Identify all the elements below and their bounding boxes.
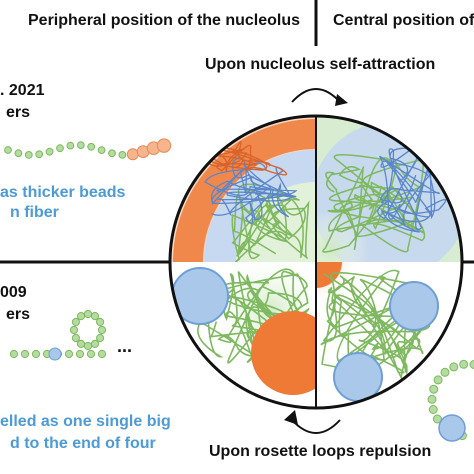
chain-bead xyxy=(96,333,105,343)
chain-bead xyxy=(108,149,116,158)
chain-bead xyxy=(469,360,474,369)
left-top-bead-chain xyxy=(4,138,172,161)
chain-bead xyxy=(97,325,107,335)
blue-bead xyxy=(333,352,383,402)
bottom-reference-line2: ers xyxy=(6,306,31,323)
header-left-title: Peripheral position of the nucleolus xyxy=(28,12,301,29)
blue-bead xyxy=(389,281,439,331)
chain-bead xyxy=(71,317,81,327)
chain-bead xyxy=(428,405,438,414)
top-reference-line2: ers xyxy=(6,104,31,121)
clockwise-arrow-icon xyxy=(291,88,348,106)
quadrant-top-left xyxy=(170,116,316,262)
chain-bead xyxy=(96,317,105,327)
chain-bead xyxy=(156,138,172,153)
top-blue-note-2: n fiber xyxy=(10,204,59,221)
chain-bead xyxy=(66,141,75,150)
bottom-reference: 009 xyxy=(0,284,27,301)
top-reference: . 2021 xyxy=(0,82,45,99)
chain-bead xyxy=(97,146,106,155)
chain-bead xyxy=(440,367,450,377)
chromatin-fiber xyxy=(377,144,447,233)
chain-bead xyxy=(118,151,127,159)
chromatin-fiber xyxy=(322,154,426,253)
nucleus-outline xyxy=(168,114,464,410)
blue-bead xyxy=(438,414,466,442)
bead-ellipsis: ... xyxy=(117,336,133,356)
chain-bead xyxy=(64,349,74,359)
left-bottom-bead-rosette xyxy=(9,309,107,361)
chain-bead xyxy=(429,384,439,394)
header-right-title: Central position of xyxy=(333,12,474,29)
bottom-blue-note-2: d to the end of four xyxy=(10,435,156,452)
chain-bead xyxy=(9,349,19,359)
chain-bead xyxy=(14,149,23,158)
chain-bead xyxy=(4,146,12,154)
counterclockwise-arrow-icon xyxy=(284,410,341,434)
chain-bead xyxy=(427,394,437,404)
chain-bead xyxy=(76,339,86,348)
chain-bead xyxy=(97,349,107,359)
chain-bead xyxy=(76,141,85,150)
orange-nucleolus xyxy=(251,311,316,395)
chain-bead xyxy=(24,151,33,159)
chain-bead xyxy=(69,325,79,335)
chain-bead xyxy=(45,147,54,156)
chain-bead xyxy=(35,150,44,159)
chain-bead xyxy=(83,309,93,319)
chain-bead xyxy=(90,312,100,321)
chain-bead xyxy=(432,414,442,424)
bottom-blue-note-1: elled as one single big xyxy=(0,413,171,430)
top-caption: Upon nucleolus self-attraction xyxy=(205,56,436,73)
top-blue-note-1: as thicker beads xyxy=(0,184,126,201)
chromatin-fiber xyxy=(200,141,288,176)
chain-bead xyxy=(459,359,469,369)
chain-bead xyxy=(433,375,443,385)
quadrant-bottom-left xyxy=(170,262,316,408)
chain-bead xyxy=(90,339,100,348)
bottom-caption: Upon rosette loops repulsion xyxy=(209,443,432,460)
chain-bead xyxy=(20,349,30,359)
chain-bead xyxy=(86,349,96,359)
chain-bead xyxy=(71,333,81,343)
chain-bead xyxy=(126,148,139,161)
blue-bead xyxy=(48,347,62,361)
chain-bead xyxy=(83,341,93,351)
chain-bead xyxy=(31,349,41,359)
chain-bead xyxy=(76,312,86,321)
chain-bead xyxy=(87,142,96,151)
chain-bead xyxy=(75,349,85,359)
nucleus-circle-content xyxy=(170,116,462,408)
chain-bead xyxy=(449,362,459,372)
chain-bead xyxy=(56,144,64,153)
